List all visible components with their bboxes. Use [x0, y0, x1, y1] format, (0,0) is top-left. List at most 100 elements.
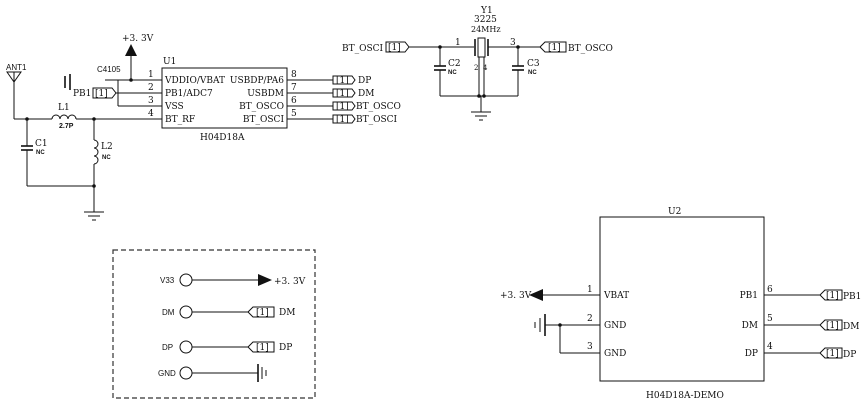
testpoint-dm[interactable]: DM [1] DM — [162, 305, 295, 319]
u1-pin4-name: BT_RF — [165, 115, 195, 125]
ground-symbol-u2 — [534, 314, 560, 336]
l2-inductor[interactable]: L2 NC — [93, 119, 113, 212]
testpoint-gnd[interactable]: GND — [158, 364, 267, 382]
u1-ref: U1 — [163, 57, 176, 67]
tp-dp-target: DP — [279, 343, 292, 353]
l2-value: NC — [102, 155, 111, 161]
u1-pin2-name: PB1/ADC7 — [165, 89, 213, 99]
power-label-u1: +3. 3V — [122, 34, 154, 44]
u2-net-dm: DM — [843, 322, 859, 332]
antenna[interactable]: ANT1 — [6, 63, 27, 119]
crystal-in-net: BT_OSCI — [342, 44, 384, 54]
u2-pin1-num: 1 — [587, 285, 593, 295]
net-label-pb1: PB1 — [73, 89, 91, 99]
u2-port-dp[interactable]: [1] DP — [819, 347, 856, 360]
tp-dp-label: DP — [162, 343, 173, 352]
u1-pin8-name: USBDP/PA6 — [230, 76, 284, 86]
u2-pin2-num: 2 — [587, 314, 593, 324]
y1-crystal[interactable]: Y1 3225 24MHz 1 3 2 4 — [455, 6, 516, 96]
u1-pin3-name: VSS — [164, 102, 184, 112]
u1-port-bt-osco[interactable]: [1] BT_OSCO — [332, 101, 401, 112]
u1-pin7-num: 7 — [291, 83, 297, 93]
u2-pin4-name: DP — [745, 349, 758, 359]
y1-pin1: 1 — [455, 38, 461, 48]
svg-text:[1]: [1] — [826, 291, 839, 301]
u1-pin1-name: VDDIO/VBAT — [164, 76, 225, 86]
svg-text:[1]: [1] — [548, 43, 561, 53]
u2-ref: U2 — [668, 207, 681, 217]
u1-pin4-num: 4 — [148, 109, 154, 119]
u2-net-dp: DP — [843, 350, 856, 360]
u1-port-dp[interactable]: [1] DP — [332, 75, 371, 86]
c4-capacitor[interactable]: C4105 — [64, 65, 121, 90]
l1-ref: L1 — [58, 103, 70, 113]
u2-port-pb1[interactable]: [1] PB1 — [819, 289, 861, 302]
ground-symbol-rf — [84, 211, 104, 221]
y1-pin3: 3 — [510, 38, 516, 48]
c2-ref: C2 — [448, 59, 461, 69]
svg-text:[1]: [1] — [388, 43, 401, 53]
crystal-out-port[interactable]: [1] BT_OSCO — [539, 41, 613, 54]
l2-ref: L2 — [101, 142, 113, 152]
u1-port-bt-osci[interactable]: [1] BT_OSCI — [332, 114, 398, 125]
crystal-in-port[interactable]: BT_OSCI [1] — [342, 41, 410, 54]
u1-pin6-name: BT_OSCO — [239, 102, 284, 112]
power-symbol-u2: +3. 3V — [500, 289, 543, 301]
testpoint-dp[interactable]: DP [1] DP — [162, 340, 292, 354]
u2-component[interactable]: U2 H04D18A-DEMO 1 2 3 VBAT GND GND 6 5 4… — [542, 207, 820, 401]
crystal-out-net: BT_OSCO — [568, 44, 613, 54]
c1-ref: C1 — [35, 139, 48, 149]
l1-inductor[interactable]: L1 2.7P — [51, 103, 77, 130]
svg-text:[1]: [1] — [95, 89, 108, 99]
u2-part: H04D18A-DEMO — [646, 391, 724, 401]
u2-pin6-num: 6 — [767, 285, 773, 295]
tp-dm-label: DM — [162, 308, 175, 317]
u1-pin2-num: 2 — [148, 83, 154, 93]
svg-text:[1]: [1] — [336, 89, 349, 99]
net-label-bt-osco: BT_OSCO — [356, 102, 401, 112]
y1-ref: Y1 — [480, 6, 493, 16]
svg-text:[1]: [1] — [336, 102, 349, 112]
port-pb1-u1[interactable]: PB1 [1] — [73, 87, 118, 99]
y1-pin2: 2 — [474, 64, 478, 72]
net-label-bt-osci: BT_OSCI — [356, 115, 398, 125]
c2-capacitor[interactable]: C2 NC — [434, 47, 461, 96]
svg-text:[1]: [1] — [256, 308, 269, 318]
ground-symbol-crystal — [471, 111, 491, 121]
u2-pin4-num: 4 — [767, 342, 773, 352]
c3-ref: C3 — [527, 59, 540, 69]
svg-text:[1]: [1] — [826, 321, 839, 331]
u2-pin3-name: GND — [604, 349, 626, 359]
svg-text:[1]: [1] — [336, 76, 349, 86]
svg-text:[1]: [1] — [336, 115, 349, 125]
y1-pin4: 4 — [483, 64, 488, 72]
antenna-label: ANT1 — [6, 63, 27, 72]
y1-freq: 24MHz — [471, 25, 501, 34]
c1-capacitor[interactable]: C1 NC — [21, 119, 48, 186]
u1-pin5-num: 5 — [291, 109, 297, 119]
tp-gnd-label: GND — [158, 369, 176, 378]
u2-pin2-name: GND — [604, 321, 626, 331]
u2-pin3-num: 3 — [587, 342, 593, 352]
c1-value: NC — [36, 150, 45, 156]
power-symbol-u1: +3. 3V — [122, 34, 154, 82]
tp-v33-target: +3. 3V — [274, 277, 306, 287]
u2-net-pb1: PB1 — [843, 292, 861, 302]
testpoint-v33[interactable]: V33 +3. 3V — [160, 273, 306, 287]
u2-pin5-num: 5 — [767, 314, 773, 324]
c2-value: NC — [448, 70, 457, 76]
u1-pin3-num: 3 — [148, 96, 154, 106]
c3-capacitor[interactable]: C3 NC — [512, 47, 540, 96]
u1-pin8-num: 8 — [291, 70, 297, 80]
c3-value: NC — [528, 70, 537, 76]
u1-port-dm[interactable]: [1] DM — [332, 88, 374, 99]
net-label-dm: DM — [358, 89, 374, 99]
u2-port-dm[interactable]: [1] DM — [819, 319, 859, 332]
u1-pin6-num: 6 — [291, 96, 297, 106]
l1-value: 2.7P — [59, 123, 74, 130]
u2-pin6-name: PB1 — [740, 291, 758, 301]
u2-pin5-name: DM — [742, 321, 758, 331]
u1-component[interactable]: U1 H04D18A 1 2 3 4 VDDIO/VBAT PB1/ADC7 V… — [118, 57, 333, 143]
svg-text:[1]: [1] — [826, 349, 839, 359]
